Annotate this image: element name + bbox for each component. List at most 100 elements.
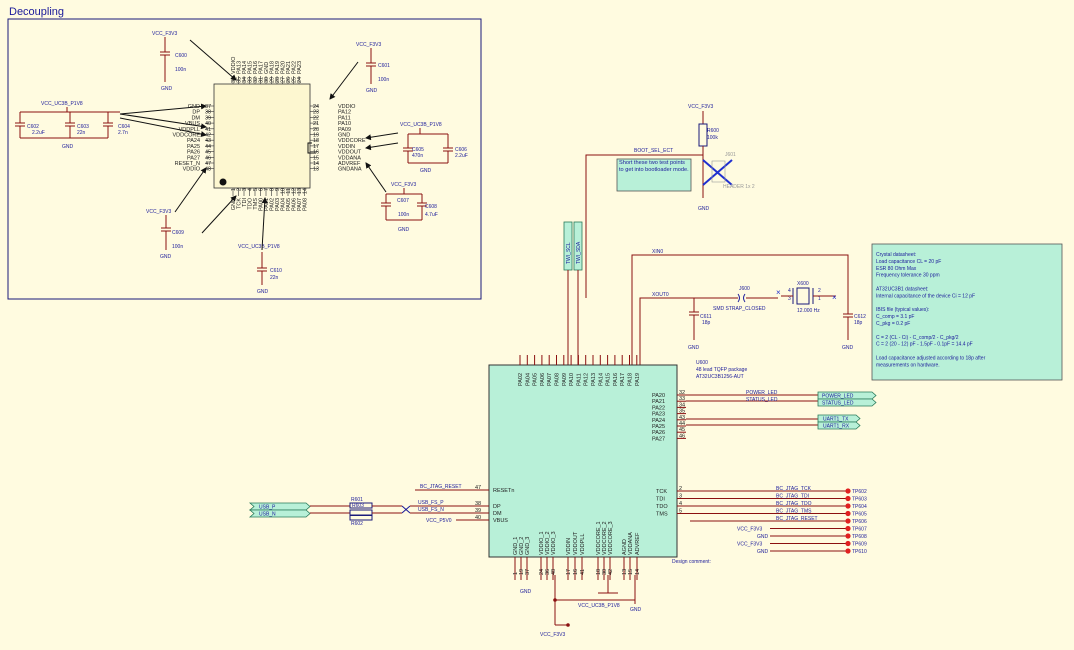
power-net-label: GND [757, 534, 769, 540]
mcu-pin-num: 44 [679, 421, 685, 427]
tqfp-pin-name: VDDCORE [172, 133, 200, 139]
tqfp-pin-name: TCK [237, 198, 243, 209]
testpoint-ref: TP606 [852, 519, 867, 525]
cap-value: 2.2uF [455, 153, 468, 159]
power-led-net: POWER_LED [746, 390, 778, 396]
mcu-pin-name: GND_1 [513, 537, 519, 555]
mcu-pin-num: 47 [475, 485, 481, 491]
testpoint [845, 525, 851, 532]
tqfp-pin-num: 34 [242, 77, 248, 83]
tqfp-pin-num: 18 [313, 138, 319, 144]
cap-ref: C611 [700, 314, 712, 320]
tqfp-pin-num: 37 [205, 104, 211, 110]
cap-ref: C609 [172, 230, 184, 236]
testpoint [845, 540, 851, 547]
cap-ref: C600 [175, 53, 187, 59]
tqfp-pin-num: 48 [205, 167, 211, 173]
mcu-pin-name: VDDIO_2 [545, 531, 551, 555]
mcu-desc: 48 lead TQFP package [696, 367, 747, 373]
cap-ref: C612 [854, 314, 866, 320]
mcu-pin-num: 32 [679, 390, 685, 396]
mcu-pin-name: PA14 [598, 373, 604, 386]
mcu-part: AT32UC3B1256-AUT [696, 374, 744, 380]
usb-fs-n-label: USB_FS_N [418, 507, 444, 513]
cap-value: 2.7n [118, 130, 128, 136]
tqfp-pin-num: 38 [205, 110, 211, 116]
boot-vcc-label: VCC_F3V3 [688, 104, 714, 110]
crystal-pin: 4 [788, 288, 791, 294]
mcu-pin-name: PA04 [525, 373, 531, 386]
boot-net-label: BOOT_SEL_ECT [634, 148, 673, 154]
testpoint-ref: TP607 [852, 527, 867, 533]
cap-c600: VCC_F3V3 C600 100n GND [152, 31, 187, 92]
mcu-pin-name: PA16 [613, 373, 619, 386]
vcc-f3v3-label: VCC_F3V3 [540, 632, 566, 638]
reset-net-label: BC_JTAG_RESET [420, 484, 462, 490]
mcu-pin-name: PA26 [652, 430, 665, 436]
mcu-pin-name: PA08 [555, 373, 561, 386]
usb-fs-p-label: USB_FS_P [418, 500, 444, 506]
tqfp-pin-num: 7 [264, 188, 270, 191]
mcu-pin-num: 4 [679, 501, 682, 507]
tqfp-pin-num: 46 [205, 155, 211, 161]
mcu-pin-num: 34 [679, 402, 685, 408]
vbus-net-label: VCC_P5V0 [426, 518, 452, 524]
jtag-net-label: BC_JTAG_TDI [776, 494, 809, 500]
cap-ref: C610 [270, 268, 282, 274]
mcu-pin-name: DM [493, 511, 502, 517]
tqfp-pin-name: PA07 [297, 198, 303, 211]
mcu-pin-num: 35 [679, 409, 685, 415]
mcu-pin-name: VDDIN [566, 538, 572, 555]
mcu-pin-name: PA02 [518, 373, 524, 386]
mcu-pin-name: TCK [656, 489, 667, 495]
tqfp-pin-name: PA00 [259, 198, 265, 211]
mcu-pin-num: 36 [545, 569, 551, 575]
uart-rx-label: UART1_RX [823, 424, 850, 430]
vcc-ucb-label: VCC_UC3B_P1V8 [578, 603, 620, 609]
mcu-pin-num: 5 [679, 509, 682, 515]
cap-c610: VCC_UC3B_P1V8 C610 22n GND [238, 244, 282, 295]
testpoint [845, 548, 851, 554]
tqfp-pin-num: 14 [303, 188, 309, 194]
tqfp-pin-num: 25 [292, 77, 298, 83]
tqfp-pin-name: ADVREF [338, 161, 361, 167]
gnd-label: GND [160, 254, 172, 260]
mcu-pin-num: 1 [513, 572, 519, 575]
datasheet-line: C = 2 (CL - Ci) - C_comp/2 - C_pkg/2 [876, 335, 959, 341]
testpoint [845, 488, 851, 494]
decoupling-frame [7, 18, 482, 300]
mcu-pin-name: VBUS [493, 518, 508, 524]
gnd-label: GND [630, 607, 642, 613]
tqfp-pin-name: PA26 [187, 150, 200, 156]
cap-value: 100n [378, 77, 389, 83]
crystal-section: XIN0 XOUT0 J600 SMD STRAP_CLOSED × X600 … [631, 249, 866, 365]
cap-group-c607-c608: VCC_F3V3 C607 100n C608 4.7uF GND [381, 182, 438, 233]
mcu-pin-name: VDDIO_1 [539, 531, 545, 555]
tqfp-pin-name: PA01 [264, 198, 270, 211]
resistor-ref: R602 [351, 521, 363, 527]
tqfp-pin-name: PA24 [187, 138, 200, 144]
xout-label: XOUT0 [652, 292, 669, 298]
mcu-pin-name: RESETn [493, 488, 514, 494]
mcu-pin-num: 24 [539, 569, 545, 575]
tqfp-pin-num: 16 [313, 150, 319, 156]
tqfp-pin-name: PA12 [338, 110, 351, 116]
mcu-pin-num: 17 [566, 569, 572, 575]
vcc-ucb-label: VCC_UC3B_P1V8 [238, 244, 280, 250]
tqfp-pin-name: PA18 [270, 61, 276, 74]
mcu-pin-name: PA18 [628, 373, 634, 386]
tqfp-pin-name: PA06 [292, 198, 298, 211]
vcc-label: VCC_F3V3 [152, 31, 178, 37]
status-led-net: STATUS_LED [746, 397, 778, 403]
cap-value: 2.2uF [32, 130, 45, 136]
mcu-pin-name: VDDPLL [580, 534, 586, 555]
power-net-label: GND [757, 549, 769, 555]
crystal-pin: 2 [818, 288, 821, 294]
tqfp-pin-name: PA02 [270, 198, 276, 211]
tqfp-pin-num: 29 [270, 77, 276, 83]
cap-ref: C605 [412, 147, 424, 153]
tqfp-pin-name: PA16 [253, 61, 259, 74]
twi-sda-label: TWI_SDA [576, 241, 582, 264]
cap-ref: C604 [118, 124, 130, 130]
